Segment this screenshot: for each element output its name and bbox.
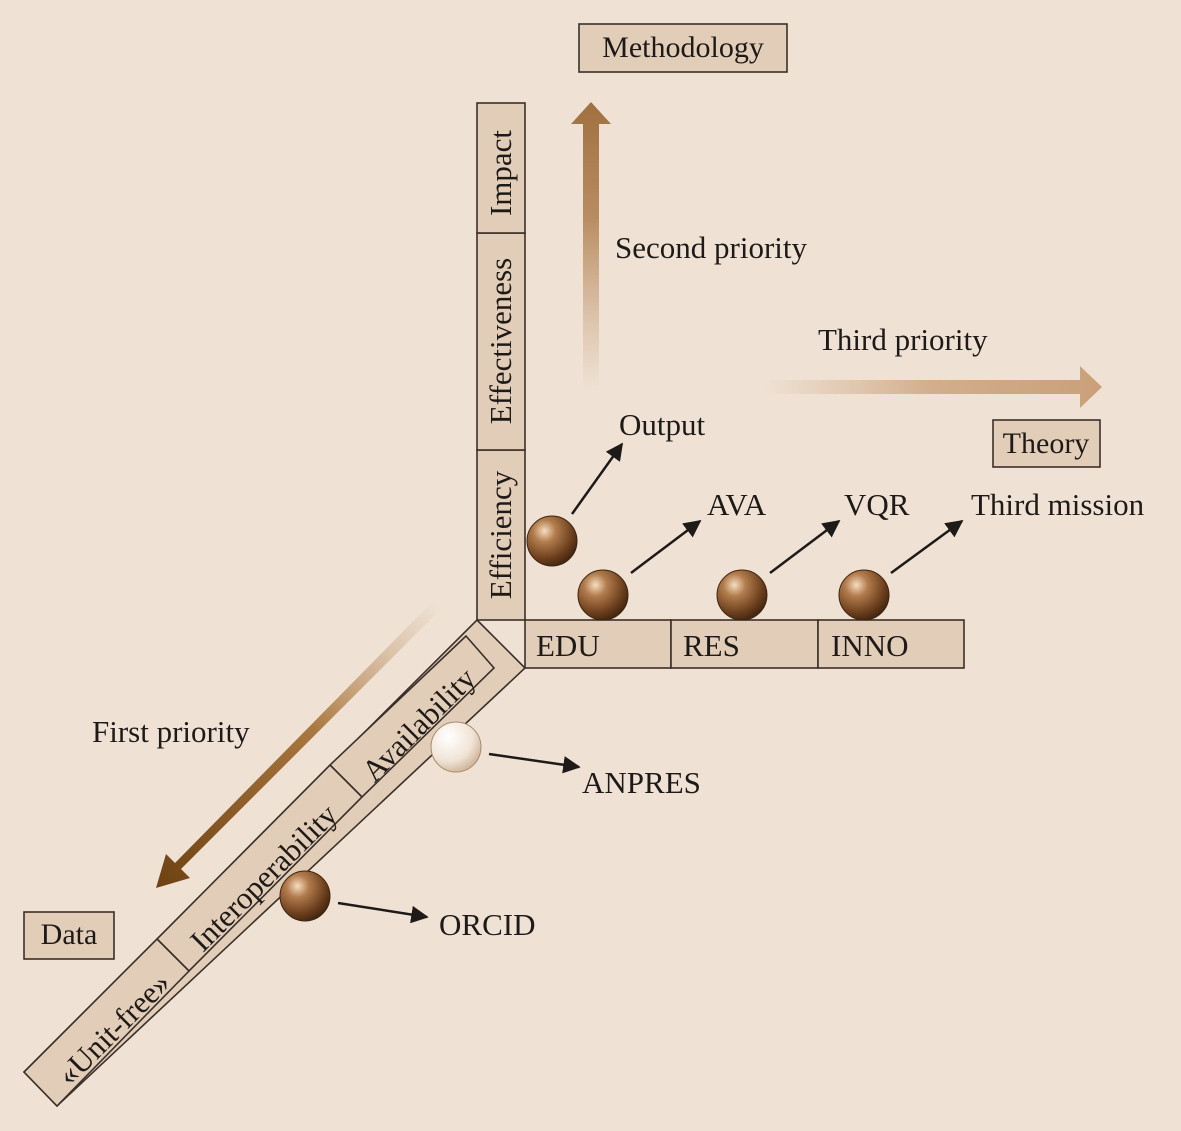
data-label: Data: [41, 918, 98, 951]
output-label: Output: [619, 407, 706, 442]
orcid-label: ORCID: [439, 907, 535, 942]
segment-efficiency: Efficiency: [483, 470, 518, 599]
vertical-bar: Efficiency Effectiveness Impact: [476, 102, 526, 621]
segment-impact: Impact: [483, 130, 518, 216]
anpres-pointer: [488, 752, 581, 774]
first-priority-label: First priority: [92, 714, 250, 749]
ava-pointer: [630, 519, 702, 574]
third-mission-label: Third mission: [971, 487, 1145, 522]
anpres-label: ANPRES: [582, 765, 701, 800]
methodology-label: Methodology: [602, 31, 764, 64]
third-mission-pointer: [890, 519, 964, 575]
first-priority-arrow: [156, 598, 444, 888]
output-pointer: [570, 442, 624, 515]
segment-inno: INNO: [831, 628, 909, 663]
ava-label: AVA: [707, 487, 767, 522]
res-ball: [716, 569, 768, 621]
data-box: Data: [23, 911, 115, 960]
methodology-box: Methodology: [578, 23, 788, 73]
theory-label: Theory: [1003, 427, 1090, 460]
edu-ball: [577, 569, 629, 621]
third-priority-arrow: [760, 366, 1102, 408]
output-ball: [526, 515, 578, 567]
segment-edu: EDU: [536, 628, 600, 663]
orcid-ball: [279, 870, 331, 922]
second-priority-label: Second priority: [615, 230, 807, 265]
anpres-ball: [430, 721, 482, 773]
third-priority-label: Third priority: [818, 322, 988, 357]
vqr-pointer: [769, 519, 841, 574]
orcid-pointer: [337, 901, 429, 924]
theory-box: Theory: [992, 419, 1101, 468]
diagonal-bar: «Unit-free» Interoperability Availabilit…: [22, 618, 527, 1108]
inno-ball: [838, 569, 890, 621]
segment-effectiveness: Effectiveness: [483, 258, 518, 424]
horizontal-bar: EDU RES INNO: [524, 619, 965, 669]
second-priority-arrow: [571, 102, 611, 392]
segment-res: RES: [683, 628, 740, 663]
vqr-label: VQR: [844, 487, 910, 522]
